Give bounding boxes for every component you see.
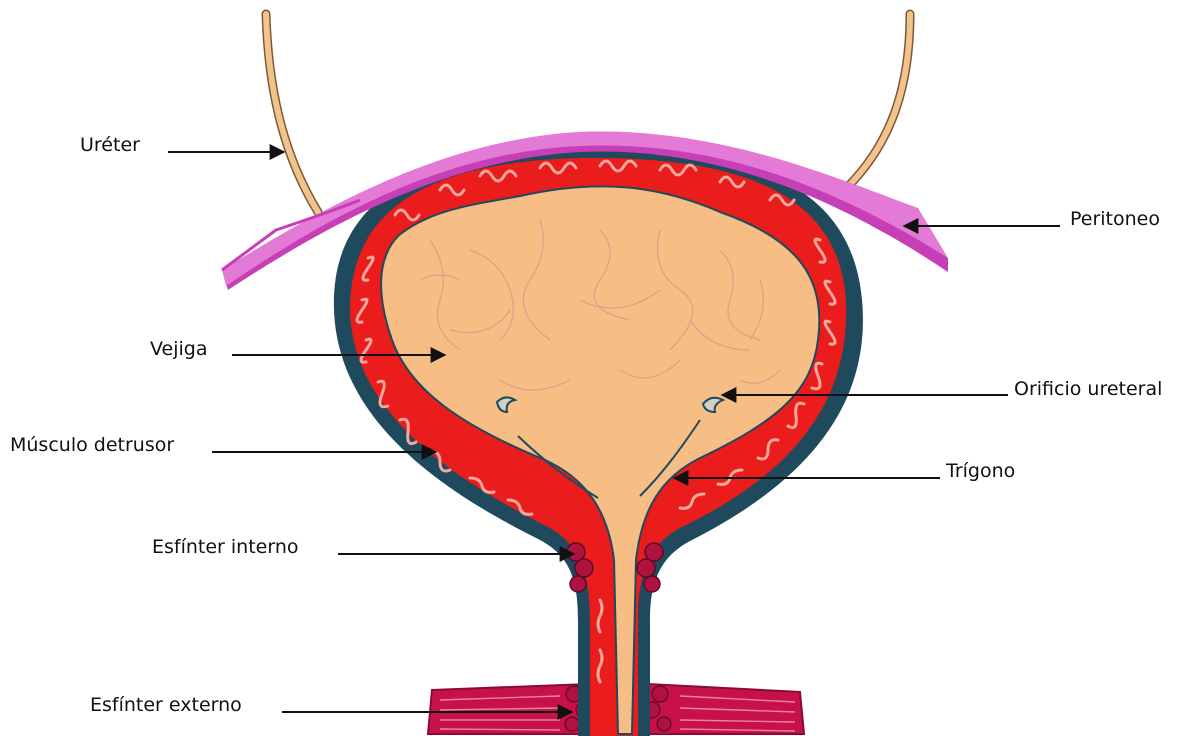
bladder <box>334 148 863 736</box>
label-bladder: Vejiga <box>150 340 207 359</box>
label-internal-sphincter: Esfínter interno <box>152 538 299 557</box>
label-detrusor-muscle: Músculo detrusor <box>10 436 174 455</box>
label-external-sphincter: Esfínter externo <box>90 696 242 715</box>
label-peritoneum: Peritoneo <box>1070 210 1160 229</box>
label-ureter: Uréter <box>80 136 140 155</box>
left-ureter <box>266 14 318 212</box>
label-ureteral-orifice: Orificio ureteral <box>1014 380 1162 399</box>
label-trigone: Trígono <box>946 462 1015 481</box>
